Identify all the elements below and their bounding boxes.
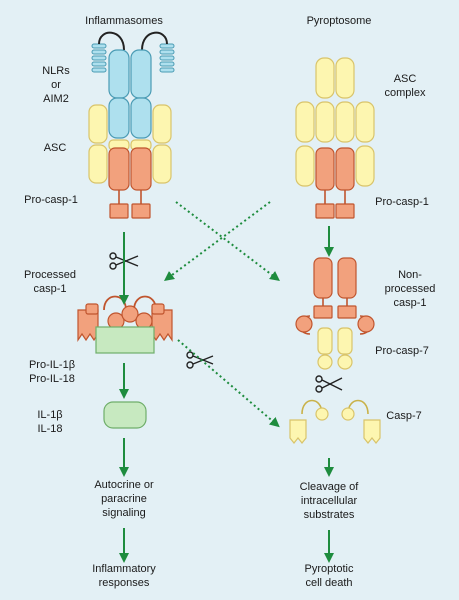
dotted-arrow-pyroptosome-to-inflammasome [163, 201, 271, 281]
label-il: IL-1β IL-18 [37, 409, 63, 435]
caspase-7 [289, 399, 381, 444]
header-inflammasomes: Inflammasomes [85, 15, 163, 27]
label-pyroptotic-death: Pyroptotic cell death [304, 563, 354, 589]
label-casp7: Casp-7 [386, 410, 422, 422]
scissors-icon [109, 252, 139, 270]
scissors-icon [315, 375, 343, 393]
label-pro-il: Pro-IL-1β Pro-IL-18 [28, 359, 76, 385]
linker-left [98, 31, 125, 51]
label-inflammatory-responses: Inflammatory responses [92, 563, 156, 589]
pro-il-substrate [95, 326, 155, 354]
label-nlrs: NLRs or AIM2 [42, 65, 70, 105]
lrr-domain-left [91, 43, 107, 73]
label-processed-casp1: Processed casp-1 [24, 269, 76, 295]
pro-caspase-1 [108, 147, 152, 219]
label-signaling: Autocrine or paracrine signaling [94, 479, 154, 519]
label-pro-casp7: Pro-casp-7 [375, 345, 429, 357]
label-pro-casp1-right: Pro-casp-1 [375, 196, 429, 208]
label-non-processed-casp1: Non-processed casp-1 [384, 269, 436, 309]
linker-right [141, 31, 168, 51]
pro-caspase-7 [317, 327, 353, 370]
header-pyroptosome: Pyroptosome [306, 15, 372, 27]
label-asc: ASC [43, 142, 67, 154]
pyroptosome-complex [295, 57, 375, 219]
processed-caspase-1 [77, 295, 173, 354]
label-asc-complex: ASC complex [384, 73, 426, 99]
label-pro-casp1-left: Pro-casp-1 [24, 194, 78, 206]
dotted-arrow-casp1-to-casp7 [177, 339, 280, 428]
dotted-arrow-inflammasome-to-pyroptosome [175, 201, 280, 282]
nlr-protein [108, 49, 152, 139]
mature-il-cytokine [103, 401, 147, 429]
asc-protein [88, 104, 172, 184]
pro-caspase-1-right [315, 147, 355, 219]
asc-complex [295, 57, 375, 187]
non-processed-caspase-1 [295, 257, 375, 335]
scissors-icon [186, 351, 214, 369]
inflammasome-complex [88, 31, 175, 219]
label-cleavage: Cleavage of intracellular substrates [299, 481, 359, 521]
lrr-domain-right [159, 43, 175, 73]
